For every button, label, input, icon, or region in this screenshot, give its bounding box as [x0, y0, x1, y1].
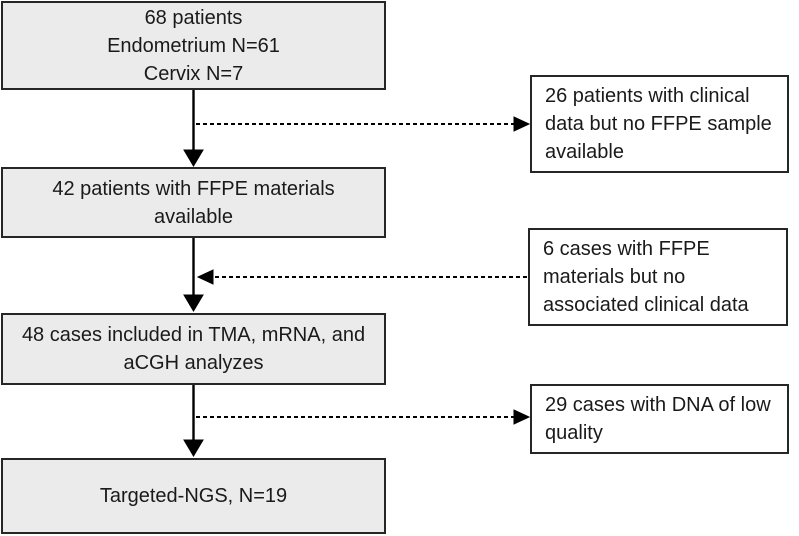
flow-box-total-patients-text: 68 patients Endometrium N=61 Cervix N=7: [107, 6, 280, 85]
exclusion-box-low-quality-dna: 29 cases with DNA of low quality: [530, 384, 789, 454]
flow-box-ffpe-available-text: 42 patients with FFPE materials availabl…: [52, 177, 335, 228]
flow-box-targeted-ngs: Targeted-NGS, N=19: [1, 458, 386, 534]
exclusion-box-low-quality-dna-text: 29 cases with DNA of low quality: [545, 394, 771, 444]
flow-box-total-patients: 68 patients Endometrium N=61 Cervix N=7: [1, 1, 386, 90]
flow-box-included-cases: 48 cases included in TMA, mRNA, and aCGH…: [1, 313, 386, 385]
dashed-arrow-icon: [196, 116, 531, 425]
exclusion-box-no-ffpe-sample-text: 26 patients with clinical data but no FF…: [545, 85, 772, 163]
flow-box-ffpe-available: 42 patients with FFPE materials availabl…: [1, 167, 386, 238]
arrow-down-icon: [183, 90, 204, 457]
flow-box-targeted-ngs-text: Targeted-NGS, N=19: [99, 485, 288, 507]
exclusion-box-no-ffpe-sample: 26 patients with clinical data but no FF…: [530, 75, 789, 173]
exclusion-box-no-clinical-data-text: 6 cases with FFPE materials but no assoc…: [543, 238, 749, 316]
flow-box-included-cases-text: 48 cases included in TMA, mRNA, and aCGH…: [21, 324, 366, 374]
exclusion-box-no-clinical-data: 6 cases with FFPE materials but no assoc…: [528, 228, 788, 326]
